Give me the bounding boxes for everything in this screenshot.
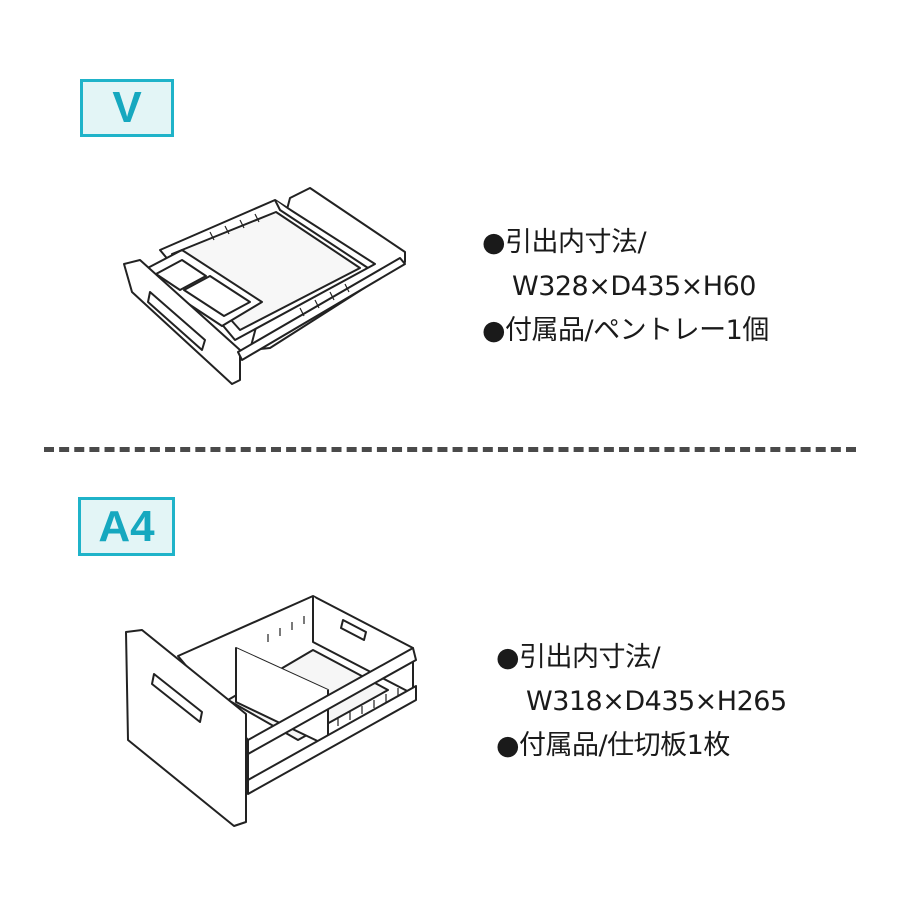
drawer-spec-a4: ●引出内寸法/ W318×D435×H265 ●付属品/仕切板1枚 <box>496 636 787 768</box>
spec-accessory: ●付属品/仕切板1枚 <box>496 730 730 761</box>
spec-dimensions: W318×D435×H265 <box>526 686 787 717</box>
drawer-type-badge-v: V <box>80 79 174 137</box>
section-divider <box>44 447 856 452</box>
shallow-drawer-with-pen-tray-illustration <box>123 187 406 385</box>
spec-heading: ●引出内寸法/ <box>496 642 661 673</box>
spec-dimensions: W328×D435×H60 <box>512 271 756 302</box>
drawer-spec-v: ●引出内寸法/ W328×D435×H60 ●付属品/ペントレー1個 <box>482 221 769 353</box>
spec-heading: ●引出内寸法/ <box>482 227 647 258</box>
spec-accessory: ●付属品/ペントレー1個 <box>482 315 769 346</box>
drawer-type-badge-a4: A4 <box>78 497 175 556</box>
deep-file-drawer-with-divider-illustration <box>125 595 417 827</box>
